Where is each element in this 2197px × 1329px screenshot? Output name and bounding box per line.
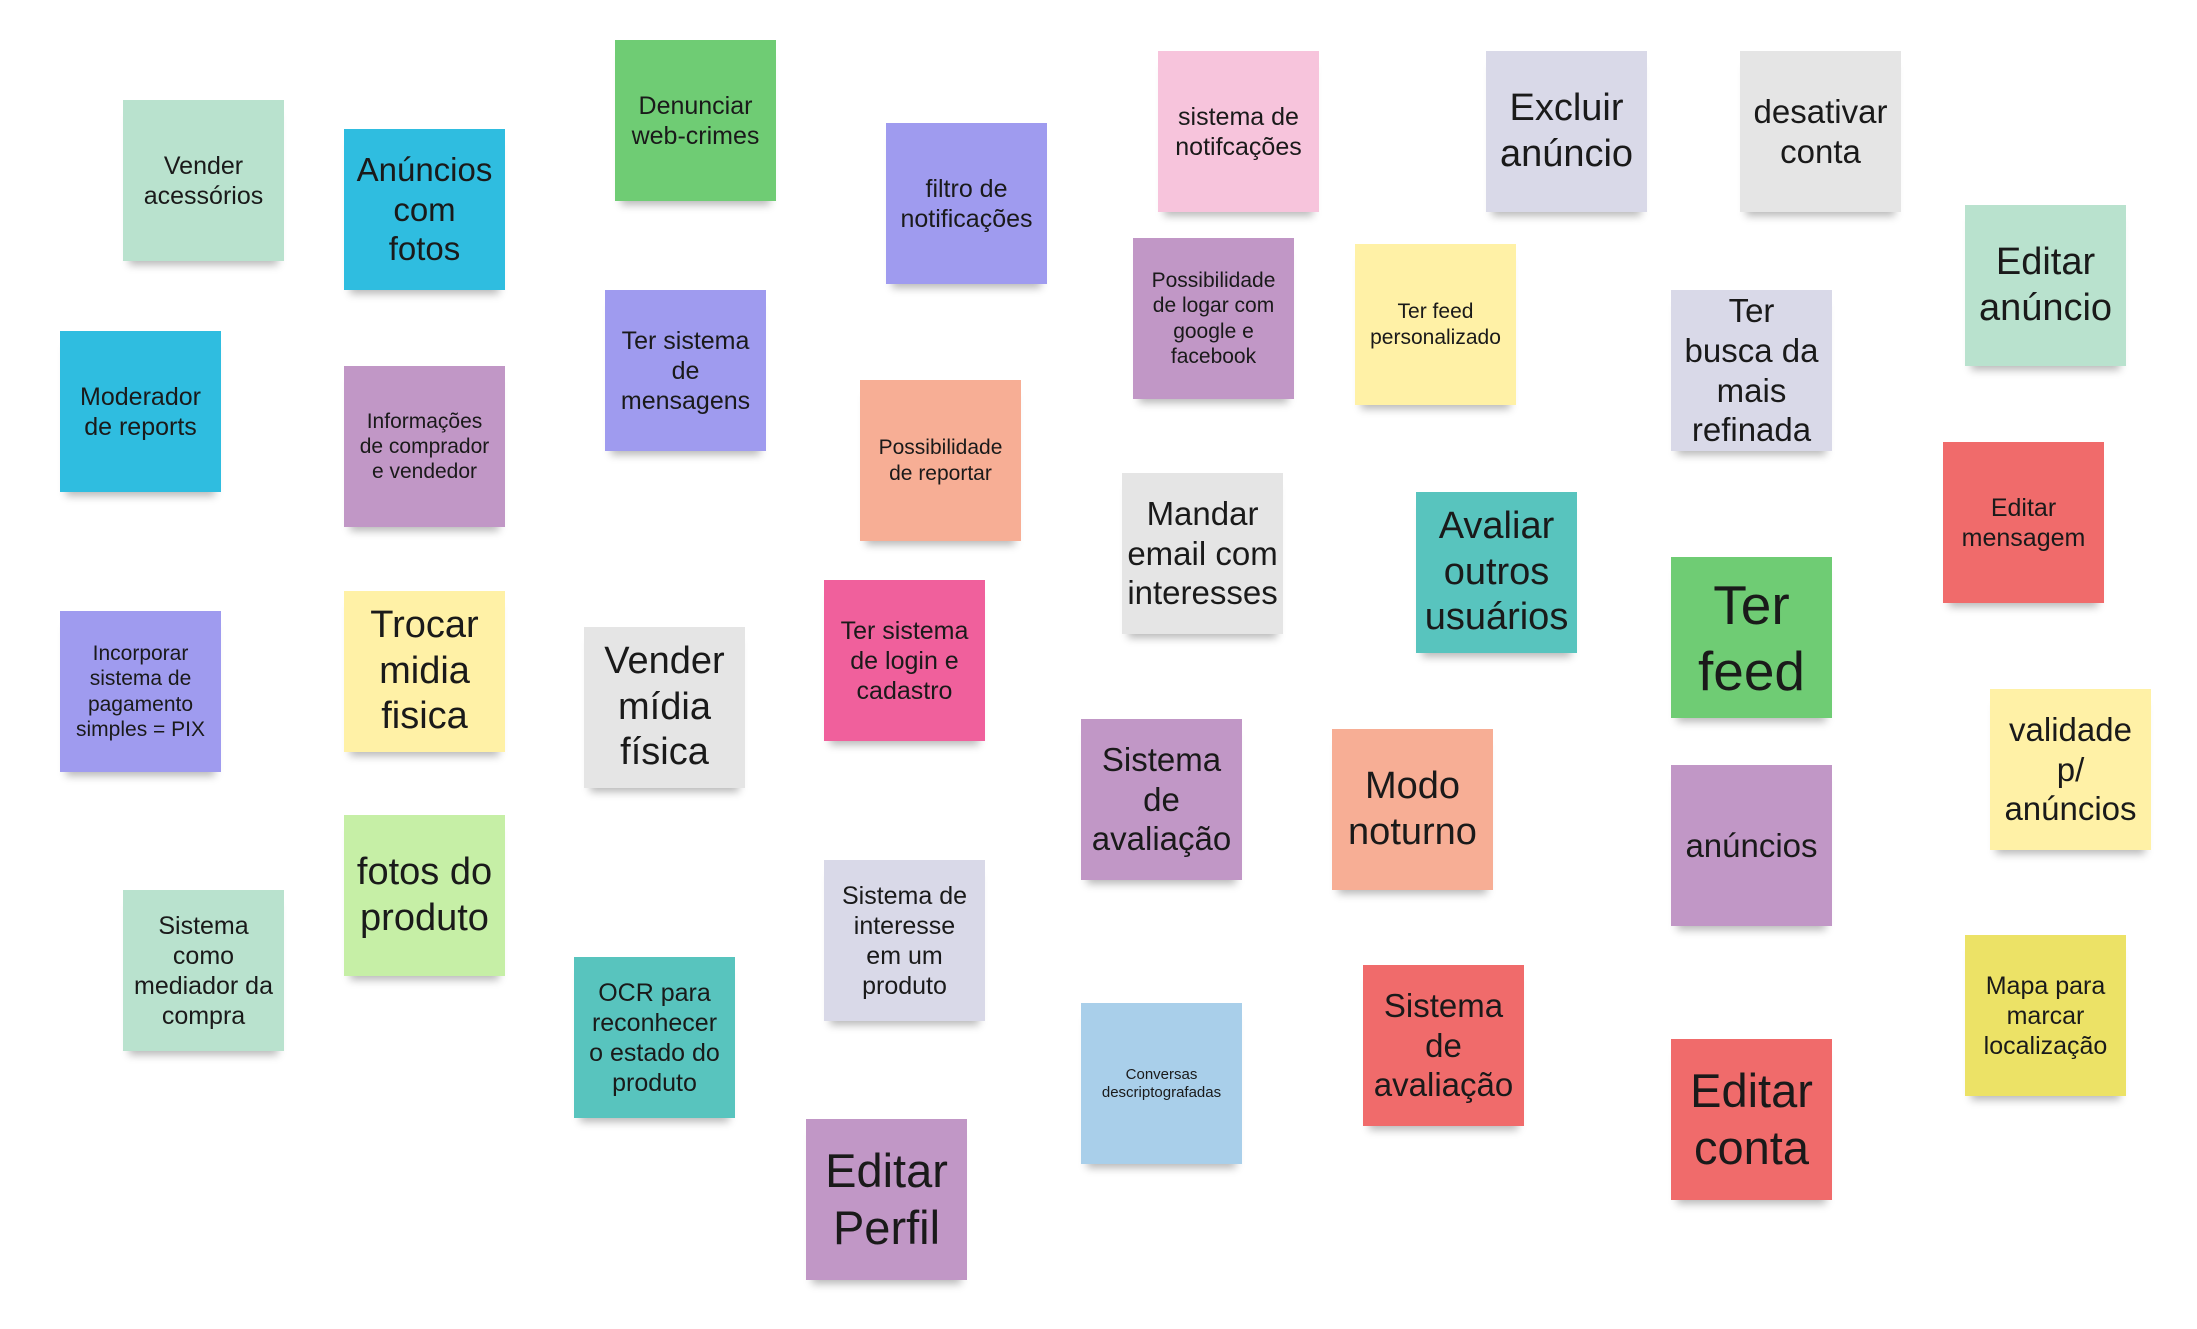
note-text: anúncios bbox=[1685, 826, 1818, 864]
note-text: Informações de comprador e vendedor bbox=[359, 409, 490, 484]
note-ocr-estado-produto[interactable]: OCR para reconhecer o estado do produto bbox=[574, 957, 735, 1118]
note-validade-anuncios[interactable]: validade p/ anúncios bbox=[1990, 689, 2151, 850]
note-sistema-de-avaliacao-2[interactable]: Sistema de avaliação bbox=[1363, 965, 1524, 1126]
note-anuncios[interactable]: anúncios bbox=[1671, 765, 1832, 926]
note-ter-busca-refinada[interactable]: Ter busca da mais refinada bbox=[1671, 290, 1832, 451]
note-text: Moderador de reports bbox=[80, 382, 201, 441]
note-vender-acessorios[interactable]: Vender acessórios bbox=[123, 100, 284, 261]
note-anuncios-com-fotos[interactable]: Anúncios com fotos bbox=[344, 129, 505, 290]
note-denunciar-web-crimes[interactable]: Denunciar web-crimes bbox=[615, 40, 776, 201]
note-incorporar-pagamento-pix[interactable]: Incorporar sistema de pagamento simples … bbox=[60, 611, 221, 772]
note-text: Sistema de avaliação bbox=[1373, 987, 1514, 1104]
note-text: Possibilidade de reportar bbox=[878, 436, 1003, 485]
note-ter-feed-personalizado[interactable]: Ter feed personalizado bbox=[1355, 244, 1516, 405]
note-editar-perfil[interactable]: Editar Perfil bbox=[806, 1119, 967, 1280]
note-text: Editar anúncio bbox=[1978, 240, 2113, 329]
note-sistema-mediador-compra[interactable]: Sistema como mediador da compra bbox=[123, 890, 284, 1051]
note-text: Ter sistema de login e cadastro bbox=[840, 616, 969, 705]
note-text: Ter sistema de mensagens bbox=[620, 326, 751, 415]
note-vender-midia-fisica[interactable]: Vender mídia física bbox=[584, 627, 745, 788]
note-possibilidade-logar-google-facebook[interactable]: Possibilidade de logar com google e face… bbox=[1133, 238, 1294, 399]
note-trocar-midia-fisica[interactable]: Trocar midia fisica bbox=[344, 591, 505, 752]
note-text: validade p/ anúncios bbox=[2004, 711, 2137, 828]
note-text: Ter feed personalizado bbox=[1370, 300, 1501, 349]
note-text: Possibilidade de logar com google e face… bbox=[1151, 269, 1276, 368]
note-text: Mapa para marcar localização bbox=[1983, 971, 2108, 1060]
note-editar-mensagem[interactable]: Editar mensagem bbox=[1943, 442, 2104, 603]
note-ter-sistema-login-cadastro[interactable]: Ter sistema de login e cadastro bbox=[824, 580, 985, 741]
note-possibilidade-de-reportar[interactable]: Possibilidade de reportar bbox=[860, 380, 1021, 541]
note-text: Trocar midia fisica bbox=[370, 604, 479, 738]
note-text: Modo noturno bbox=[1348, 764, 1477, 853]
note-text: Avaliar outros usuários bbox=[1424, 505, 1569, 639]
note-text: Sistema como mediador da compra bbox=[134, 911, 273, 1030]
note-text: Ter busca da mais refinada bbox=[1684, 292, 1819, 449]
note-text: Incorporar sistema de pagamento simples … bbox=[76, 642, 205, 741]
note-editar-conta[interactable]: Editar conta bbox=[1671, 1039, 1832, 1200]
note-text: Vender mídia física bbox=[604, 640, 725, 774]
note-text: Ter feed bbox=[1697, 573, 1806, 702]
note-excluir-anuncio[interactable]: Excluir anúncio bbox=[1486, 51, 1647, 212]
note-text: Editar Perfil bbox=[825, 1144, 948, 1254]
note-text: Excluir anúncio bbox=[1499, 86, 1634, 175]
note-mandar-email-interesses[interactable]: Mandar email com interesses bbox=[1122, 473, 1283, 634]
note-mapa-marcar-localizacao[interactable]: Mapa para marcar localização bbox=[1965, 935, 2126, 1096]
note-conversas-descriptografadas[interactable]: Conversas descriptografadas bbox=[1081, 1003, 1242, 1164]
note-text: Editar mensagem bbox=[1961, 493, 2086, 552]
note-editar-anuncio[interactable]: Editar anúncio bbox=[1965, 205, 2126, 366]
note-sistema-de-notifcacoes[interactable]: sistema de notifcações bbox=[1158, 51, 1319, 212]
note-text: Anúncios com fotos bbox=[356, 151, 493, 268]
note-text: OCR para reconhecer o estado do produto bbox=[589, 978, 720, 1097]
note-filtro-de-notificacoes[interactable]: filtro de notificações bbox=[886, 123, 1047, 284]
note-text: filtro de notificações bbox=[900, 174, 1033, 233]
note-text: Sistema de interesse em um produto bbox=[841, 881, 968, 1000]
note-ter-feed[interactable]: Ter feed bbox=[1671, 557, 1832, 718]
note-modo-noturno[interactable]: Modo noturno bbox=[1332, 729, 1493, 890]
note-avaliar-outros-usuarios[interactable]: Avaliar outros usuários bbox=[1416, 492, 1577, 653]
note-text: Sistema de avaliação bbox=[1091, 741, 1232, 858]
note-text: Denunciar web-crimes bbox=[631, 91, 760, 150]
note-fotos-do-produto[interactable]: fotos do produto bbox=[344, 815, 505, 976]
note-text: fotos do produto bbox=[356, 850, 493, 939]
note-informacoes-comprador-vendedor[interactable]: Informações de comprador e vendedor bbox=[344, 366, 505, 527]
note-text: Conversas descriptografadas bbox=[1101, 1065, 1222, 1101]
note-text: Mandar email com interesses bbox=[1127, 495, 1278, 612]
note-text: Editar conta bbox=[1690, 1064, 1813, 1174]
note-sistema-interesse-produto[interactable]: Sistema de interesse em um produto bbox=[824, 860, 985, 1021]
note-moderador-de-reports[interactable]: Moderador de reports bbox=[60, 331, 221, 492]
note-ter-sistema-de-mensagens[interactable]: Ter sistema de mensagens bbox=[605, 290, 766, 451]
note-text: desativar conta bbox=[1753, 92, 1888, 170]
note-desativar-conta[interactable]: desativar conta bbox=[1740, 51, 1901, 212]
note-text: sistema de notifcações bbox=[1175, 102, 1302, 161]
note-text: Vender acessórios bbox=[143, 151, 264, 210]
note-sistema-de-avaliacao-1[interactable]: Sistema de avaliação bbox=[1081, 719, 1242, 880]
